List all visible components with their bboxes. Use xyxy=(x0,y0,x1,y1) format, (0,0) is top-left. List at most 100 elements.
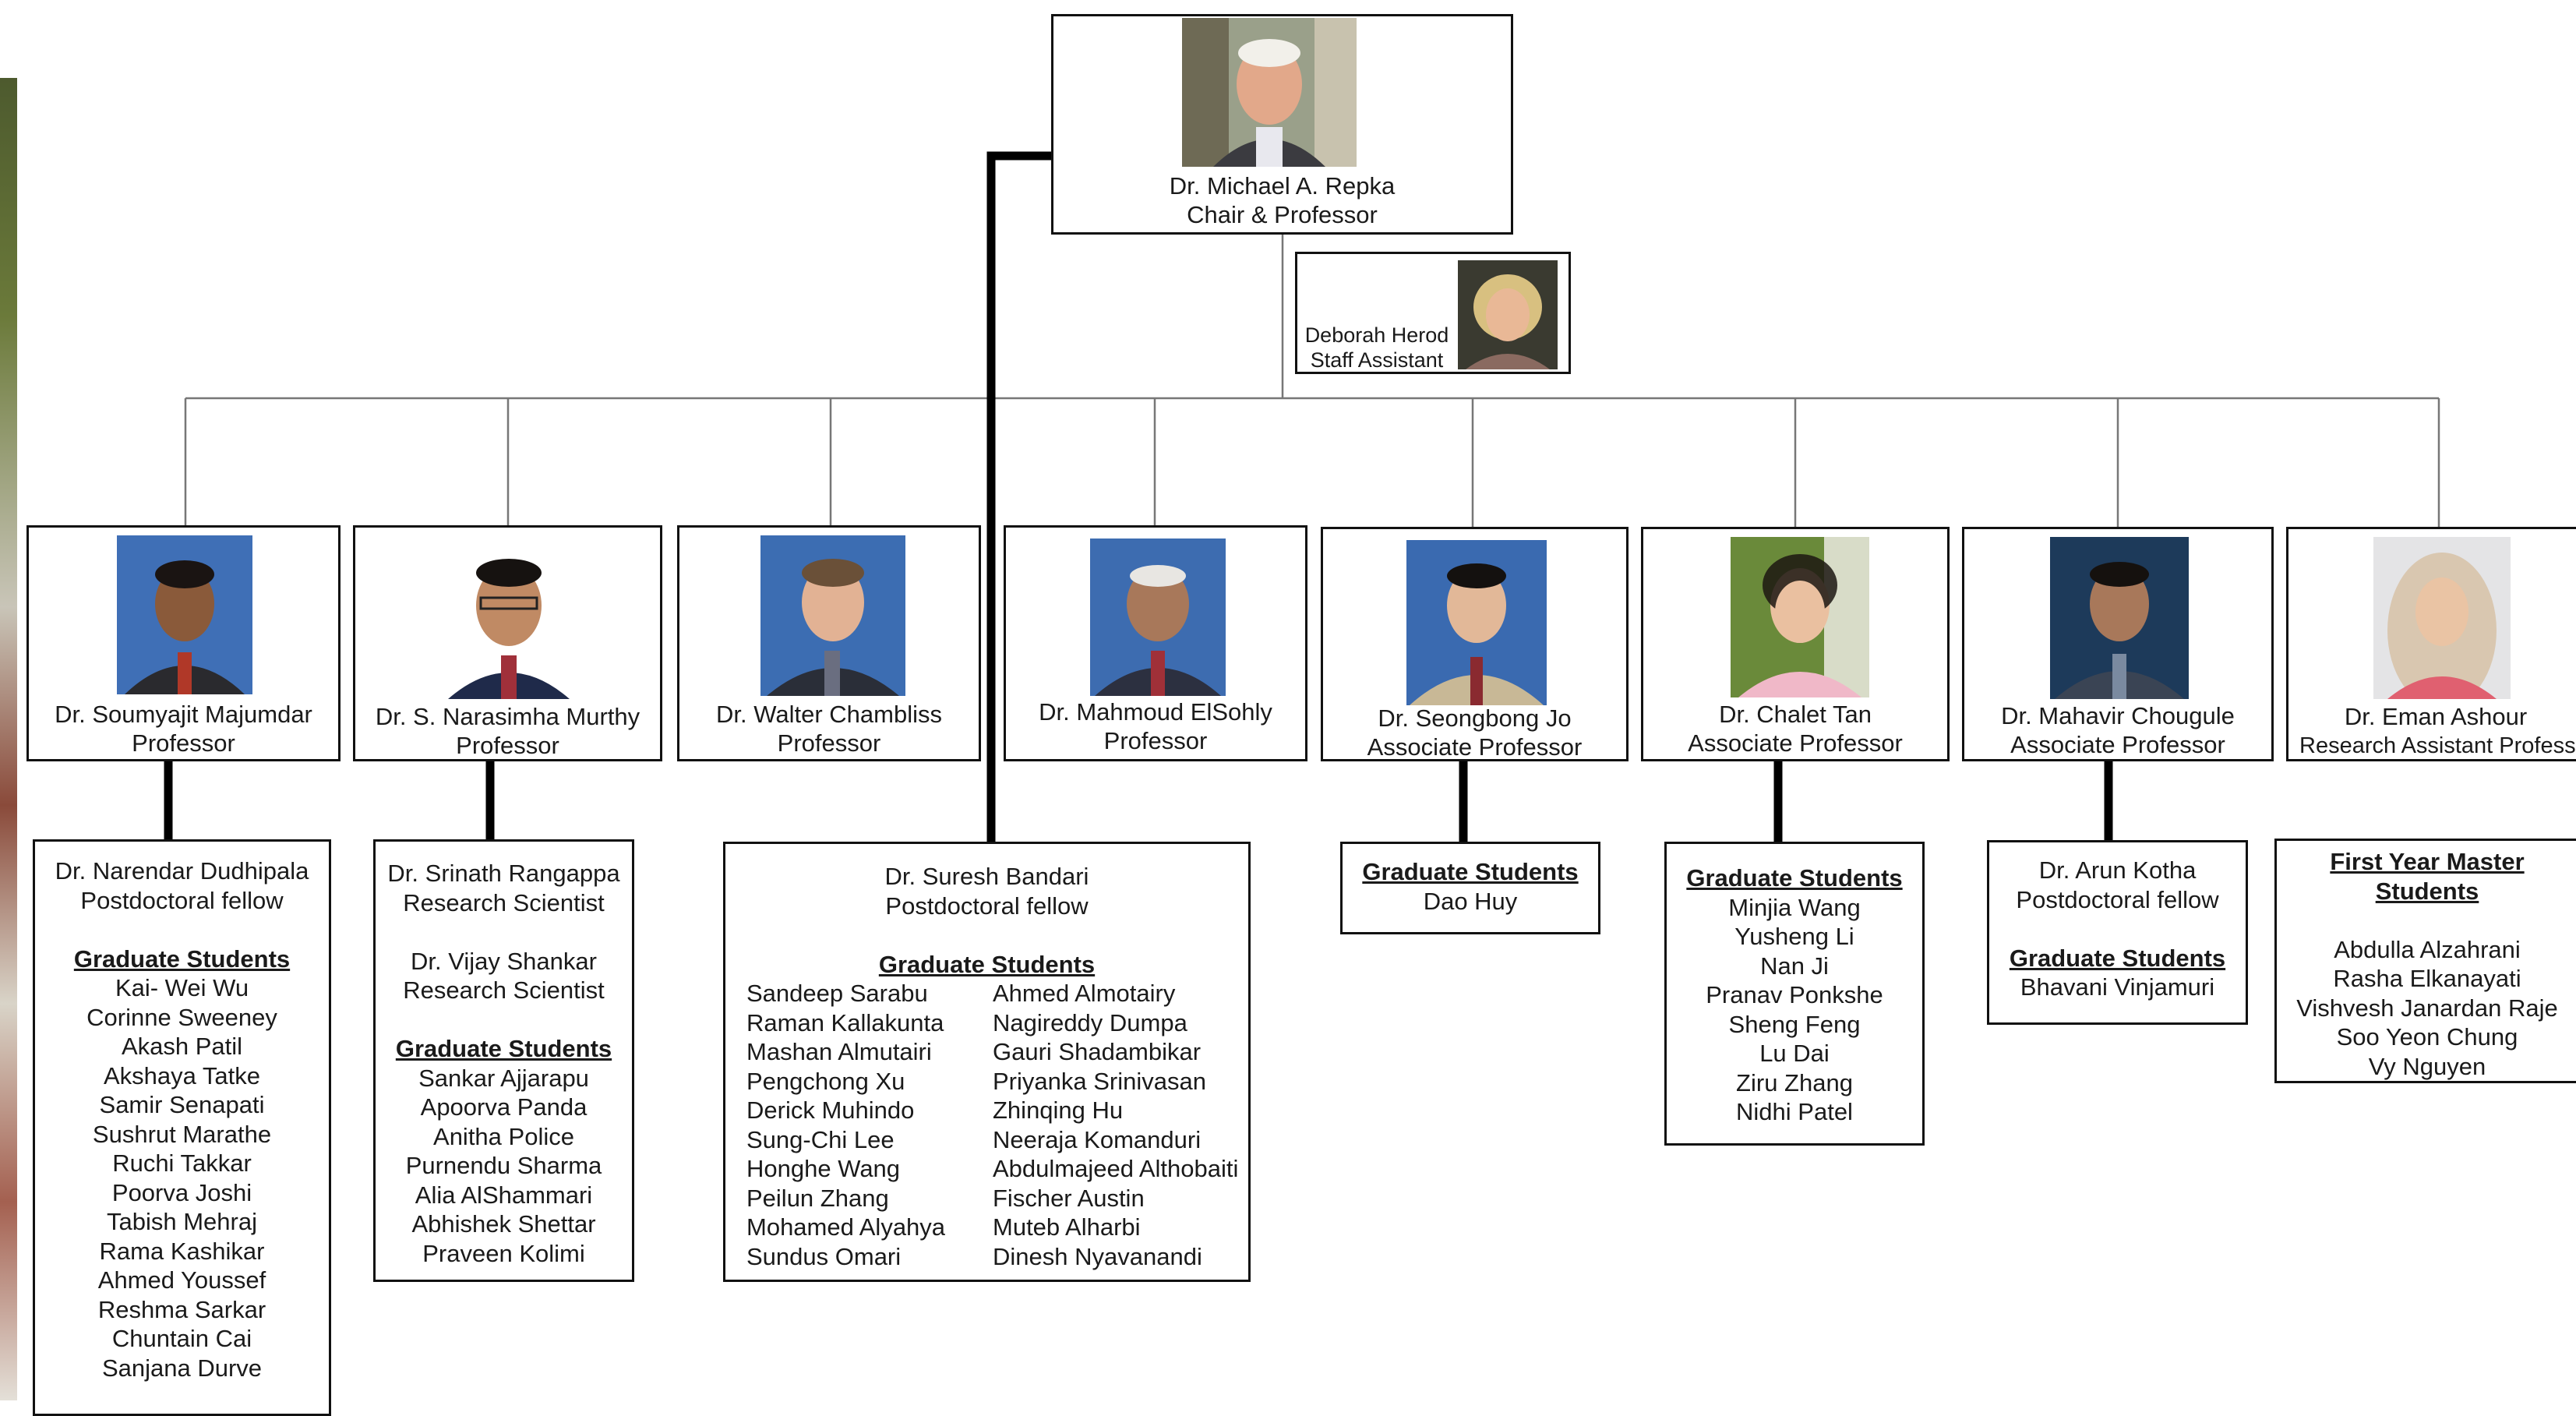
member: Sushrut Marathe xyxy=(92,1120,272,1148)
faculty-name-elsohly: Dr. Mahmoud ElSohly xyxy=(1039,698,1272,726)
chair-title: Chair & Professor xyxy=(1187,201,1378,228)
group-repka-left-column: Sandeep Sarabu Raman Kallakunta Mashan A… xyxy=(746,979,945,1271)
faculty-photo-ashour xyxy=(2373,537,2511,699)
group-repka: Dr. Suresh Bandari Postdoctoral fellow G… xyxy=(723,842,1251,1282)
graduate-students-heading: Graduate Students xyxy=(2009,944,2226,972)
member: Muteb Alharbi xyxy=(993,1213,1141,1241)
faculty-card-murthy: Dr. S. Narasimha Murthy Professor xyxy=(353,525,662,761)
member: Sung-Chi Lee xyxy=(746,1125,895,1153)
member: Vy Nguyen xyxy=(2368,1052,2486,1080)
member: Rasha Elkanayati xyxy=(2333,965,2521,992)
faculty-name-majumdar: Dr. Soumyajit Majumdar xyxy=(55,701,312,728)
member: Peilun Zhang xyxy=(746,1184,889,1212)
member: Apoorva Panda xyxy=(420,1093,588,1121)
member: Purnendu Sharma xyxy=(405,1152,602,1179)
spacer xyxy=(725,920,1248,950)
member: Poorva Joshi xyxy=(111,1178,252,1206)
group-chougule: Dr. Arun Kotha Postdoctoral fellow Gradu… xyxy=(1987,840,2248,1025)
member: Nan Ji xyxy=(1760,952,1829,980)
member: Priyanka Srinivasan xyxy=(993,1067,1206,1095)
member: Sundus Omari xyxy=(746,1242,902,1270)
faculty-title-murthy: Professor xyxy=(456,732,559,759)
member: Ziru Zhang xyxy=(1736,1068,1853,1096)
graduate-students-heading: Graduate Students xyxy=(878,950,1096,978)
member: Sandeep Sarabu xyxy=(746,980,928,1007)
group-majumdar-list: Dr. Narendar Dudhipala Postdoctoral fell… xyxy=(35,856,329,1382)
member: Ruchi Takkar xyxy=(112,1149,252,1177)
member: Raman Kallakunta xyxy=(746,1008,944,1036)
member: Corinne Sweeney xyxy=(86,1003,277,1031)
staff-card: Deborah Herod Staff Assistant xyxy=(1295,252,1571,374)
graduate-students-heading: Graduate Students xyxy=(73,945,291,973)
faculty-name-chambliss: Dr. Walter Chambliss xyxy=(716,701,942,728)
member: Gauri Shadambikar xyxy=(993,1038,1202,1065)
member: Rama Kashikar xyxy=(99,1237,265,1265)
faculty-title-jo: Associate Professor xyxy=(1367,733,1583,761)
faculty-card-elsohly: Dr. Mahmoud ElSohly Professor xyxy=(1004,525,1307,761)
faculty-card-chougule: Dr. Mahavir Chougule Associate Professor xyxy=(1962,527,2274,761)
member: Anitha Police xyxy=(433,1122,574,1150)
faculty-title-chougule: Associate Professor xyxy=(2010,731,2225,758)
member: Vishvesh Janardan Raje xyxy=(2296,994,2558,1022)
member: Reshma Sarkar xyxy=(97,1295,266,1323)
group-tan: Graduate Students Minjia Wang Yusheng Li… xyxy=(1664,842,1925,1146)
faculty-title-majumdar: Professor xyxy=(132,729,235,757)
spacer xyxy=(376,1005,632,1035)
faculty-card-chambliss: Dr. Walter Chambliss Professor xyxy=(677,525,981,761)
spacer xyxy=(376,917,632,947)
member: Honghe Wang xyxy=(746,1155,901,1182)
faculty-photo-murthy xyxy=(442,545,576,699)
member: Dao Huy xyxy=(1423,887,1518,915)
faculty-card-ashour: Dr. Eman Ashour Research Assistant Profe… xyxy=(2286,527,2576,761)
repka-group-connector xyxy=(986,151,1053,842)
background-photo-strip xyxy=(0,78,17,1400)
faculty-photo-elsohly xyxy=(1090,539,1226,696)
graduate-students-heading: Graduate Students xyxy=(1686,864,1903,892)
faculty-photo-jo xyxy=(1406,540,1547,705)
spacer xyxy=(1989,914,2246,944)
member: Derick Muhindo xyxy=(746,1096,915,1124)
graduate-students-heading: Graduate Students xyxy=(1362,858,1579,885)
first-year-master-heading: First Year Master xyxy=(2330,848,2525,875)
member: Minjia Wang xyxy=(1728,893,1861,921)
faculty-name-tan: Dr. Chalet Tan xyxy=(1719,701,1872,728)
faculty-name-jo: Dr. Seongbong Jo xyxy=(1378,704,1572,732)
group-repka-right-column: Ahmed Almotairy Nagireddy Dumpa Gauri Sh… xyxy=(993,979,1238,1271)
member: Yusheng Li xyxy=(1734,923,1854,950)
faculty-name-chougule: Dr. Mahavir Chougule xyxy=(2001,702,2235,729)
faculty-photo-tan xyxy=(1731,537,1869,697)
member: Dr. Vijay Shankar xyxy=(411,947,597,975)
chair-card: Dr. Michael A. Repka Chair & Professor xyxy=(1051,14,1513,235)
member: Sankar Ajjarapu xyxy=(418,1064,589,1092)
faculty-name-ashour: Dr. Eman Ashour xyxy=(2344,703,2528,730)
member: Dr. Narendar Dudhipala xyxy=(55,857,309,885)
group-chougule-list: Dr. Arun Kotha Postdoctoral fellow Gradu… xyxy=(1989,856,2246,1002)
group-repka-header: Dr. Suresh Bandari Postdoctoral fellow G… xyxy=(725,862,1248,979)
group-jo-list: Graduate Students Dao Huy xyxy=(1343,857,1598,916)
member: Abhishek Shettar xyxy=(411,1210,596,1238)
member: Mohamed Alyahya xyxy=(746,1213,946,1241)
group-majumdar: Dr. Narendar Dudhipala Postdoctoral fell… xyxy=(33,839,331,1416)
member: Samir Senapati xyxy=(99,1091,265,1118)
group-murthy-list: Dr. Srinath Rangappa Research Scientist … xyxy=(376,859,632,1268)
faculty-photo-majumdar xyxy=(117,535,252,694)
faculty-photo-chambliss xyxy=(760,535,905,696)
member: Alia AlShammari xyxy=(415,1181,593,1209)
staff-title: Staff Assistant xyxy=(1310,348,1444,372)
group-jo: Graduate Students Dao Huy xyxy=(1340,842,1600,934)
member: Ahmed Youssef xyxy=(97,1266,266,1294)
group-ashour: First Year Master Students Abdulla Alzah… xyxy=(2274,839,2576,1083)
member: Pranav Ponkshe xyxy=(1706,981,1883,1008)
member: Postdoctoral fellow xyxy=(80,886,284,914)
member: Abdulla Alzahrani xyxy=(2334,935,2521,963)
member: Abdulmajeed Althobaiti xyxy=(993,1155,1239,1182)
faculty-title-chambliss: Professor xyxy=(777,729,881,757)
spacer xyxy=(35,915,329,945)
member: Neeraja Komanduri xyxy=(993,1125,1202,1153)
member: Ahmed Almotairy xyxy=(993,980,1176,1007)
member: Sanjana Durve xyxy=(101,1354,263,1382)
member: Research Scientist xyxy=(403,976,605,1004)
member: Dinesh Nyavanandi xyxy=(993,1242,1202,1270)
member: Postdoctoral fellow xyxy=(2016,885,2219,913)
